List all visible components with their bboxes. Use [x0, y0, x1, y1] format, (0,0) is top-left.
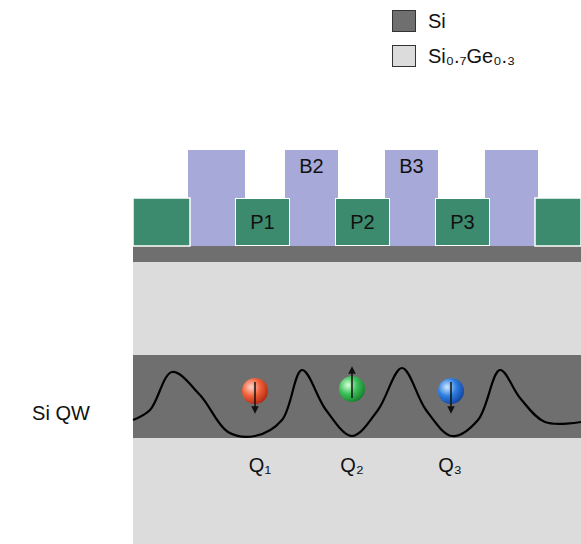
- layer-label: Si QW: [32, 403, 90, 423]
- gate-label: P2: [350, 212, 374, 245]
- plunger-gate: P2: [335, 198, 390, 246]
- legend-swatch: [392, 45, 416, 67]
- gate-label: P3: [450, 212, 474, 245]
- plunger-gate: P1: [235, 198, 290, 246]
- spin-arrow: [450, 382, 452, 410]
- potential-curve: [133, 368, 581, 437]
- spin-arrow: [254, 382, 256, 410]
- sige-substrate: [133, 262, 581, 544]
- legend-text: Si: [428, 11, 446, 31]
- gate-label: P1: [250, 212, 274, 245]
- si-cap-layer: [133, 246, 581, 262]
- gate-label: B2: [299, 156, 323, 246]
- gate-label: B3: [399, 156, 423, 246]
- gate-electrode: [133, 198, 190, 246]
- legend-text: Si₀.₇Ge₀.₃: [428, 46, 515, 66]
- barrier-gate: [485, 150, 538, 246]
- spin-arrow: [351, 370, 353, 398]
- barrier-gate: B3: [385, 150, 438, 246]
- qubit-label: Q₂: [340, 455, 363, 475]
- gate-electrode: [535, 198, 581, 246]
- plunger-gate: P3: [435, 198, 490, 246]
- barrier-gate: B2: [285, 150, 338, 246]
- si-quantum-well: [133, 355, 581, 438]
- qubit-label: Q₁: [249, 455, 271, 475]
- qubit-label: Q₃: [438, 455, 462, 475]
- legend-swatch: [392, 10, 416, 32]
